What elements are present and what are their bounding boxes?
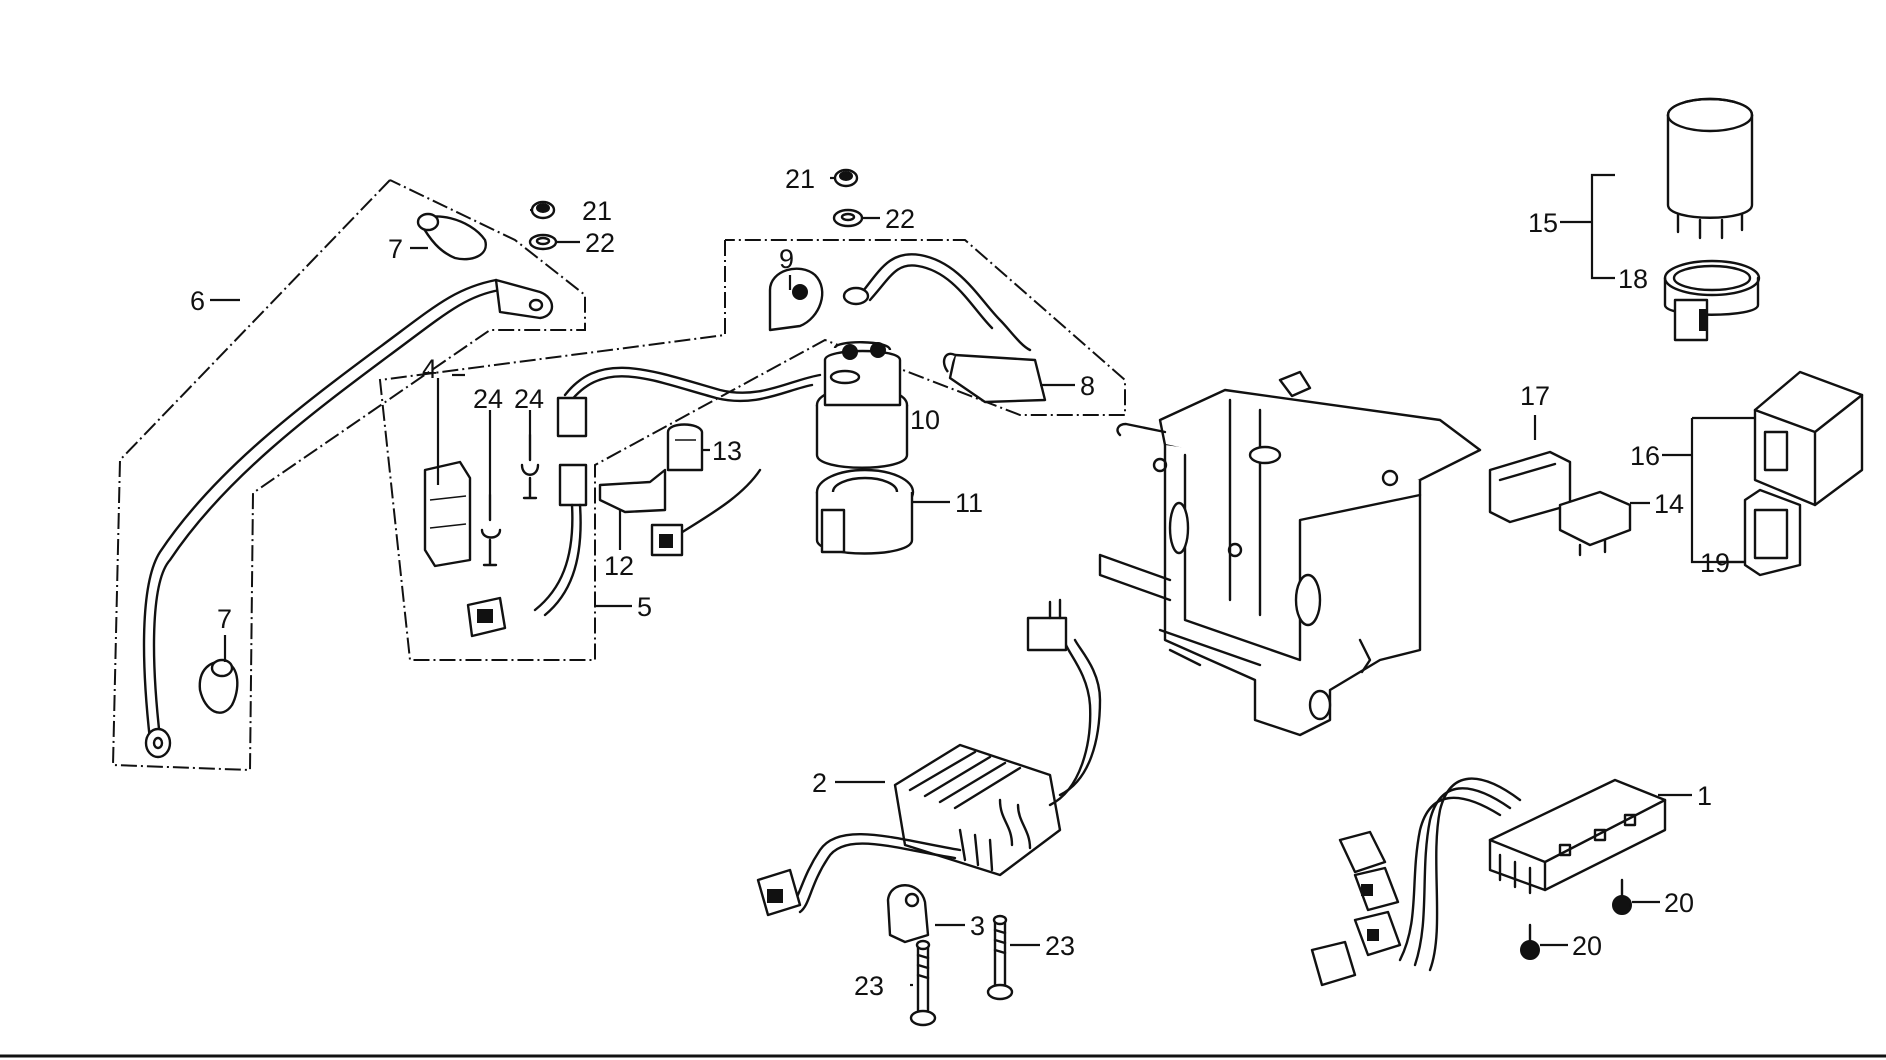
label-20-upper: 20: [1664, 888, 1694, 918]
label-22-left: 22: [585, 228, 615, 258]
label-22-right: 22: [885, 204, 915, 234]
starter-relay: [1666, 97, 1754, 240]
starter-solenoid: [815, 341, 909, 469]
relay-small: [1558, 490, 1632, 557]
label-10: 10: [910, 405, 940, 435]
label-8: 8: [1080, 371, 1095, 401]
regulator-rectifier: [756, 598, 1102, 917]
nut-washer-left: [528, 200, 558, 251]
terminal-cap-top: [416, 212, 487, 261]
part-labels: 1 2 3 4 5 6 7 7 8 9 10 11 12 13 14 15 16…: [190, 164, 1730, 1001]
relay-box: [1753, 370, 1864, 507]
label-24-right: 24: [514, 384, 544, 414]
fuse-box-cover: [1488, 450, 1572, 524]
relay-bracket: [1743, 488, 1802, 577]
label-15: 15: [1528, 208, 1558, 238]
label-18: 18: [1618, 264, 1648, 294]
bolt-right: [986, 914, 1014, 1001]
solenoid-cover: [815, 468, 915, 555]
leader-lines: [210, 173, 1755, 987]
starter-cable-assembly: [378, 239, 1126, 661]
label-14: 14: [1654, 489, 1684, 519]
screw-upper: [1612, 878, 1632, 915]
label-3: 3: [970, 911, 985, 941]
label-19: 19: [1700, 548, 1730, 578]
label-2: 2: [812, 768, 827, 798]
label-21-left: 21: [582, 196, 612, 226]
battery-tray: [1098, 370, 1482, 737]
label-23-right: 23: [1045, 931, 1075, 961]
battery-cable-assembly: [111, 179, 586, 772]
label-7-top: 7: [388, 234, 403, 264]
relay-holder: [1663, 259, 1761, 342]
label-12: 12: [604, 551, 634, 581]
screw-lower: [1520, 923, 1540, 960]
label-16: 16: [1630, 441, 1660, 471]
label-9: 9: [779, 244, 794, 274]
label-7-bottom: 7: [217, 604, 232, 634]
label-24-left: 24: [473, 384, 503, 414]
label-6: 6: [190, 286, 205, 316]
bolt-left: [909, 939, 937, 1027]
harness-assembly: [423, 366, 822, 638]
label-1: 1: [1697, 781, 1712, 811]
label-21-right: 21: [785, 164, 815, 194]
terminal-cap-bottom: [198, 658, 239, 714]
label-13: 13: [712, 436, 742, 466]
control-unit: [1310, 777, 1667, 987]
label-20-lower: 20: [1572, 931, 1602, 961]
label-23-left: 23: [854, 971, 884, 1001]
label-5: 5: [637, 592, 652, 622]
nut-washer-right: [832, 168, 864, 228]
label-17: 17: [1520, 381, 1550, 411]
label-11: 11: [955, 488, 983, 518]
wire-clamp: [886, 884, 930, 944]
label-4: 4: [422, 354, 437, 384]
